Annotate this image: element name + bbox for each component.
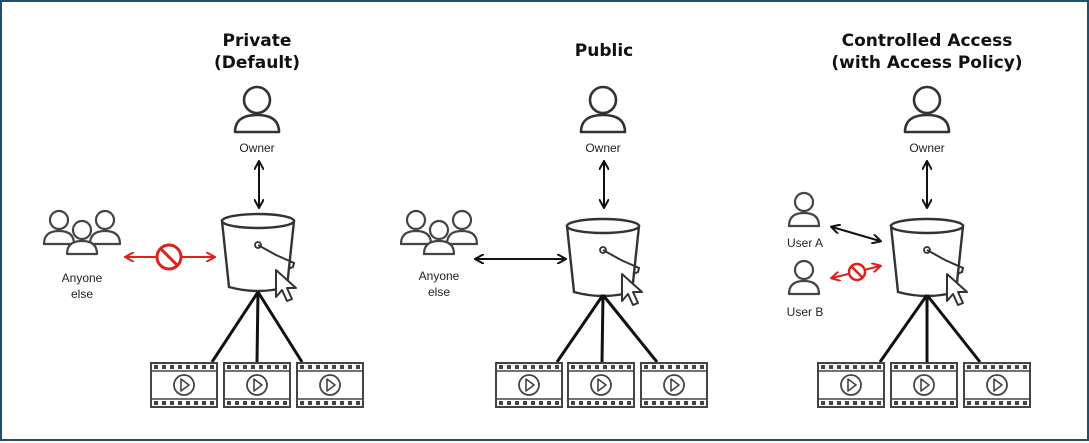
- video-file-icon: [567, 362, 635, 408]
- users-group-icon: [399, 209, 479, 256]
- user-b-label: User B: [787, 305, 824, 319]
- video-file-icon: [150, 362, 218, 408]
- panel-private: Private (Default) Owner Anyone else: [42, 31, 364, 408]
- panel-title-line-2: (Default): [214, 53, 300, 73]
- panel-title-line-1: Private: [223, 31, 292, 51]
- video-file-icon: [890, 362, 958, 408]
- user-a-icon: [787, 191, 821, 228]
- owner-user-icon: [903, 85, 951, 134]
- bucket-links: [210, 291, 304, 363]
- others-label-line-2: else: [428, 285, 450, 299]
- owner-user-icon: [233, 85, 281, 134]
- video-file-icon: [296, 362, 364, 408]
- owner-user-icon: [579, 85, 627, 134]
- user-b-icon: [787, 259, 821, 296]
- panel-title-line-2: (with Access Policy): [831, 53, 1022, 73]
- panel-controlled-access: Controlled Access (with Access Policy) O…: [787, 31, 1031, 408]
- video-file-icon: [817, 362, 885, 408]
- denied-icon: [847, 262, 867, 282]
- others-label-line-2: else: [71, 287, 93, 301]
- user-a-label: User A: [787, 236, 823, 250]
- owner-label: Owner: [585, 141, 620, 155]
- user-a-allowed-arrow: [832, 227, 880, 241]
- panel-title-line-1: Controlled Access: [842, 31, 1013, 51]
- video-file-icon: [495, 362, 563, 408]
- denied-icon: [155, 243, 183, 271]
- owner-label: Owner: [909, 141, 944, 155]
- others-label-line-1: Anyone: [419, 269, 460, 283]
- others-label-line-1: Anyone: [62, 271, 103, 285]
- video-file-icon: [963, 362, 1031, 408]
- bucket-links: [555, 294, 659, 363]
- users-group-icon: [42, 209, 122, 256]
- panel-title: Public: [575, 41, 633, 61]
- bucket-links: [878, 294, 982, 363]
- owner-label: Owner: [239, 141, 274, 155]
- video-file-icon: [640, 362, 708, 408]
- video-file-icon: [223, 362, 291, 408]
- panel-public: Public Owner Anyone else: [399, 41, 708, 408]
